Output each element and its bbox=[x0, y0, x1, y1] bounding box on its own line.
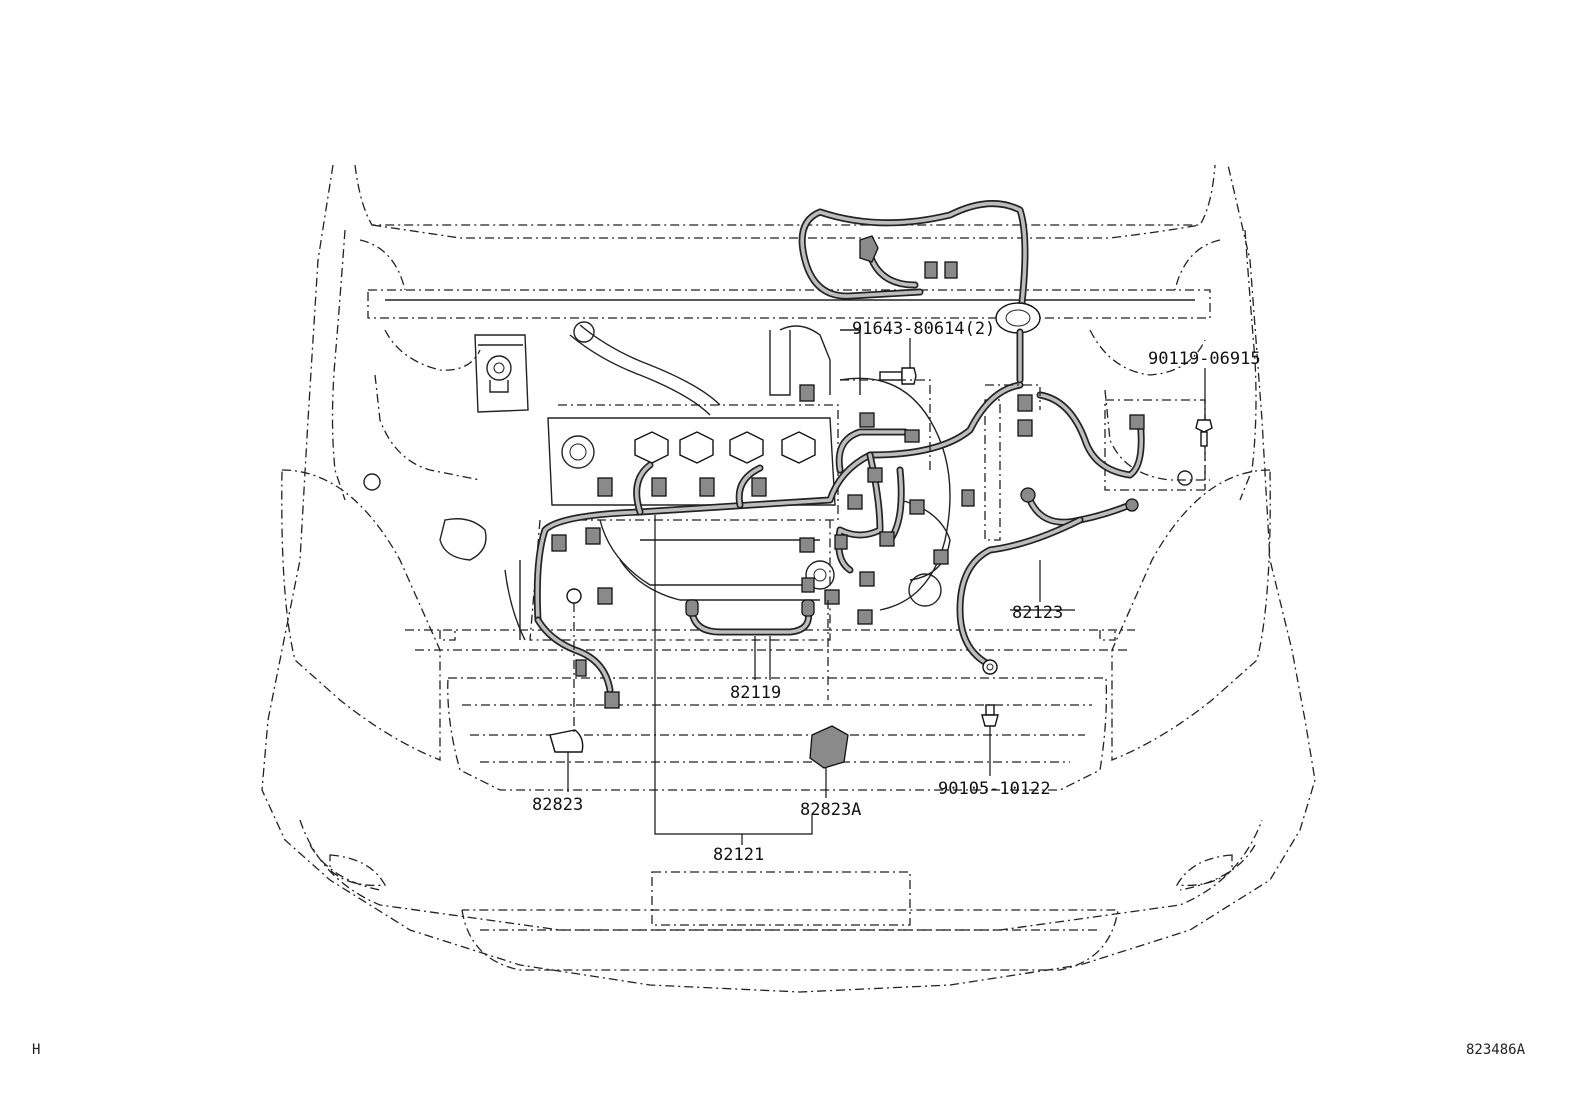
label-82823a: 82823A bbox=[800, 800, 861, 820]
label-90105-10122: 90105-10122 bbox=[938, 779, 1051, 799]
label-82121: 82121 bbox=[713, 845, 764, 865]
corner-mark-left: H bbox=[32, 1042, 40, 1058]
label-82119: 82119 bbox=[730, 683, 781, 703]
leader-lines bbox=[567, 338, 1206, 845]
label-91643-80614: 91643-80614(2) bbox=[852, 319, 995, 339]
label-82123: 82123 bbox=[1012, 603, 1063, 623]
illustration-number: 823486A bbox=[1466, 1042, 1526, 1058]
engine-components bbox=[363, 321, 1206, 641]
part-labels: 91643-80614(2) 90119-06915 82123 82119 8… bbox=[532, 319, 1261, 865]
bolt-90119 bbox=[1195, 419, 1213, 447]
label-82823: 82823 bbox=[532, 795, 583, 815]
label-90119-06915: 90119-06915 bbox=[1148, 349, 1261, 369]
vehicle-body bbox=[261, 164, 1316, 993]
bolt-90105 bbox=[981, 704, 999, 727]
ignition-coils bbox=[634, 431, 816, 464]
connectors bbox=[549, 235, 1213, 769]
